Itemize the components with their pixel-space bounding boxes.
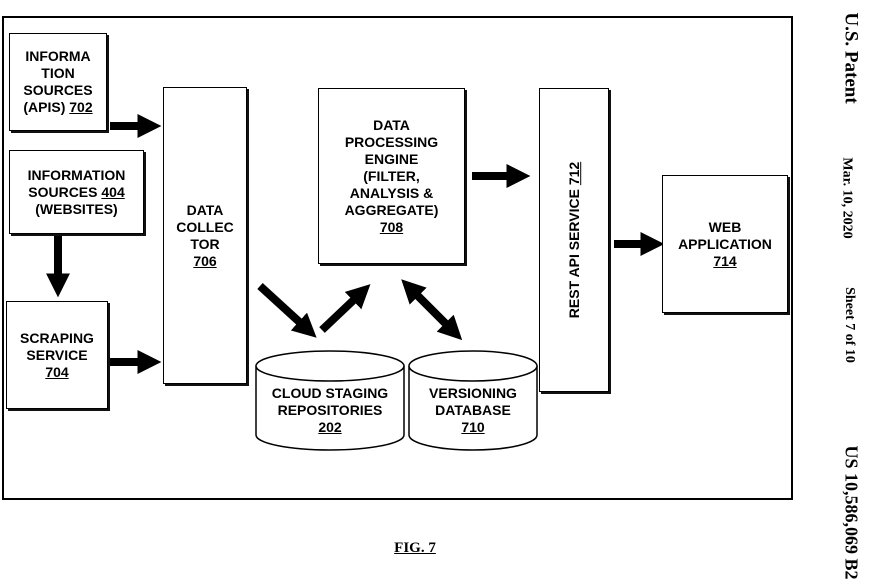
node-line: INFORMA [25, 48, 91, 64]
node-line: DATA [373, 116, 410, 133]
node-versioning-database: VERSIONING DATABASE 710 [409, 385, 537, 436]
node-line: DATA [186, 201, 224, 218]
arrow-processing-versioning [401, 279, 463, 341]
node-line: WEB [708, 218, 742, 235]
node-line: INFORMATION [27, 166, 126, 183]
node-line: (APIS) 702 [23, 99, 93, 115]
node-line: APPLICATION [678, 235, 772, 252]
arrow-cloud-to-processing [319, 284, 371, 333]
arrow-collector-to-cloud [257, 283, 317, 338]
node-web-application: WEB APPLICATION 714 [662, 175, 788, 313]
node-cloud-staging-repositories: CLOUD STAGING REPOSITORIES 202 [256, 385, 404, 436]
node-information-sources-websites: INFORMATION SOURCES 404 (WEBSITES) [9, 150, 144, 234]
node-line: VERSIONING [429, 385, 517, 401]
versioning-cylinder [408, 350, 538, 451]
node-line: TOR [190, 235, 220, 252]
node-rest-api-service-box [539, 88, 609, 392]
node-line: AGGREGATE) [344, 201, 439, 218]
node-line: (FILTER, [363, 167, 420, 184]
node-line: COLLEC [176, 218, 234, 235]
ref-number: 710 [461, 419, 485, 435]
figure-label: FIG. 7 [394, 540, 436, 556]
ref-number: 712 [566, 161, 582, 186]
diagram-frame [2, 16, 793, 500]
ref-number: 404 [101, 183, 125, 200]
node-rest-api-service: REST API SERVICE 712 [539, 88, 609, 392]
node-data-processing-engine: DATA PROCESSING ENGINE (FILTER, ANALYSIS… [318, 88, 465, 264]
node-scraping-service: SCRAPING SERVICE 704 [6, 301, 108, 409]
ref-number: 202 [318, 419, 342, 435]
node-data-collector: DATA COLLEC TOR 706 [163, 87, 247, 384]
node-line: (WEBSITES) [35, 200, 118, 217]
cloud-staging-cylinder [255, 350, 405, 451]
node-line: CLOUD STAGING [271, 385, 389, 401]
rest-api-label: REST API SERVICE 712 [566, 161, 582, 319]
node-line: ENGINE [364, 150, 419, 167]
ref-number: 704 [45, 363, 69, 380]
node-line: SOURCES 404 [28, 183, 125, 200]
ref-number: 702 [69, 99, 93, 115]
node-line: SCRAPING [20, 329, 94, 346]
node-line: ANALYSIS & [349, 184, 434, 201]
node-line: TION [41, 65, 75, 81]
ref-number: 714 [713, 252, 737, 269]
node-line: SERVICE [26, 346, 88, 363]
node-line: DATABASE [435, 402, 511, 418]
node-information-sources-apis: INFORMA TION SOURCES (APIS) 702 [9, 33, 107, 131]
ref-number: 706 [193, 252, 217, 269]
node-line: PROCESSING [344, 133, 439, 150]
node-line: SOURCES [23, 82, 93, 98]
ref-number: 708 [379, 218, 404, 235]
node-line: REPOSITORIES [277, 402, 383, 418]
